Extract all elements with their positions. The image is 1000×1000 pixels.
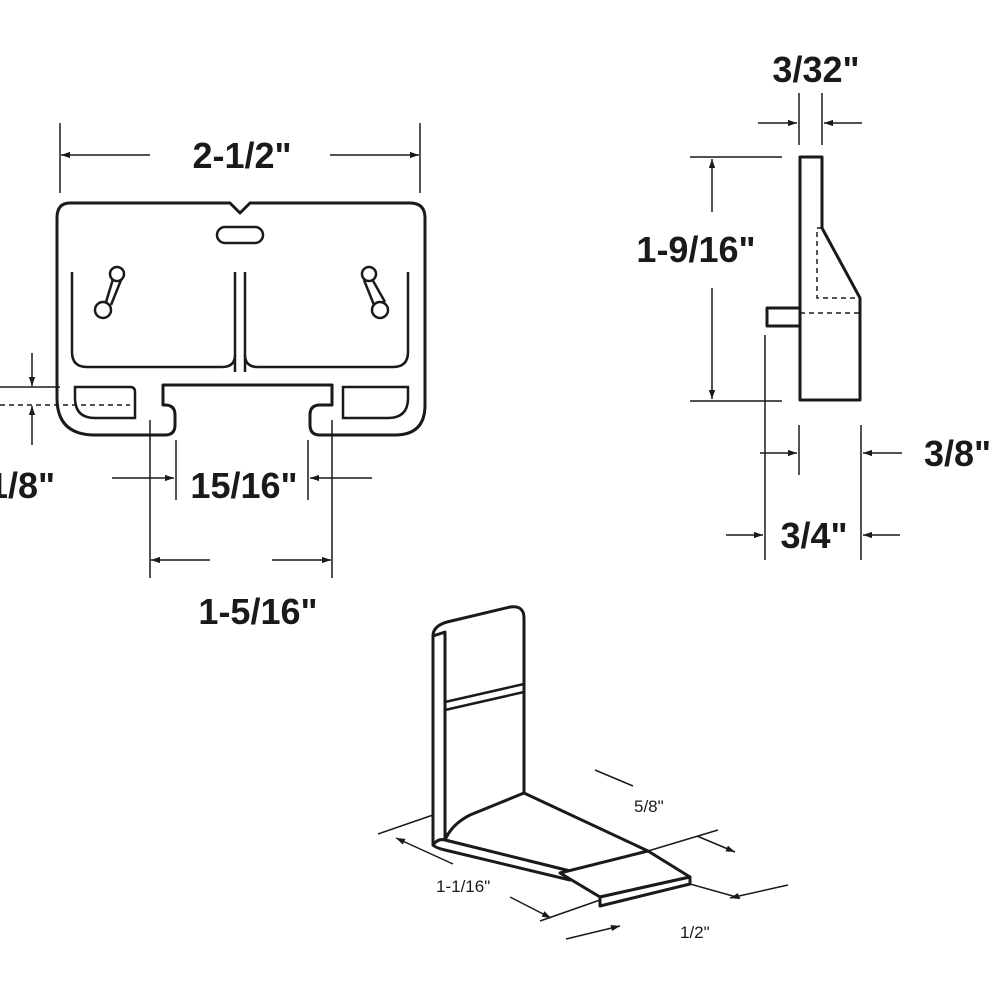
- lip-height-label: 1/8": [0, 465, 55, 506]
- thickness-label: 3/32": [772, 49, 859, 90]
- width-label: 2-1/2": [192, 135, 291, 176]
- tab-width-label: 1/2": [680, 923, 710, 942]
- side-view: 3/32" 1-9/16" 3/8" 3/4": [636, 49, 991, 560]
- foot-width-dim-top: [594, 769, 634, 787]
- side-pin: [765, 306, 802, 328]
- slot-width-label: 15/16": [190, 465, 297, 506]
- bracket-crease-lower: [444, 690, 525, 712]
- tab-width-dim-left: [565, 925, 621, 940]
- left-channel: [73, 385, 137, 420]
- bracket-view: 5/8" 1-1/16" 1/2": [377, 605, 789, 942]
- guide-body: [55, 201, 427, 437]
- left-keyhole: [93, 265, 126, 320]
- foot-length-label: 1-1/16": [436, 877, 490, 896]
- foot-length-dim-back: [395, 837, 454, 865]
- foot-length-ext-back: [377, 814, 434, 835]
- tab-width-ext: [689, 883, 741, 899]
- front-view: 2-1/2" 1/8" 15/16" 1-5/16": [0, 123, 427, 632]
- foot-width-dim-bottom: [696, 835, 736, 853]
- bracket-plate-edge: [431, 630, 447, 847]
- right-pocket-outline: [243, 272, 410, 369]
- body-depth-label: 3/8": [924, 433, 991, 474]
- right-channel: [341, 385, 410, 420]
- tab-width-dim-right: [729, 884, 789, 900]
- depth-label: 3/4": [780, 515, 847, 556]
- span-label: 1-5/16": [198, 591, 317, 632]
- right-keyhole: [360, 265, 390, 320]
- top-slot: [215, 225, 265, 245]
- bracket-crease: [444, 682, 525, 704]
- foot-length-ext-front: [539, 899, 601, 922]
- left-pocket-outline: [70, 272, 237, 369]
- side-profile: [798, 155, 862, 402]
- foot-width-label: 5/8": [634, 797, 664, 816]
- foot-width-ext: [647, 829, 719, 852]
- side-hidden-vertical: [816, 227, 860, 299]
- foot-length-dim-front: [509, 896, 552, 919]
- height-label: 1-9/16": [636, 229, 755, 270]
